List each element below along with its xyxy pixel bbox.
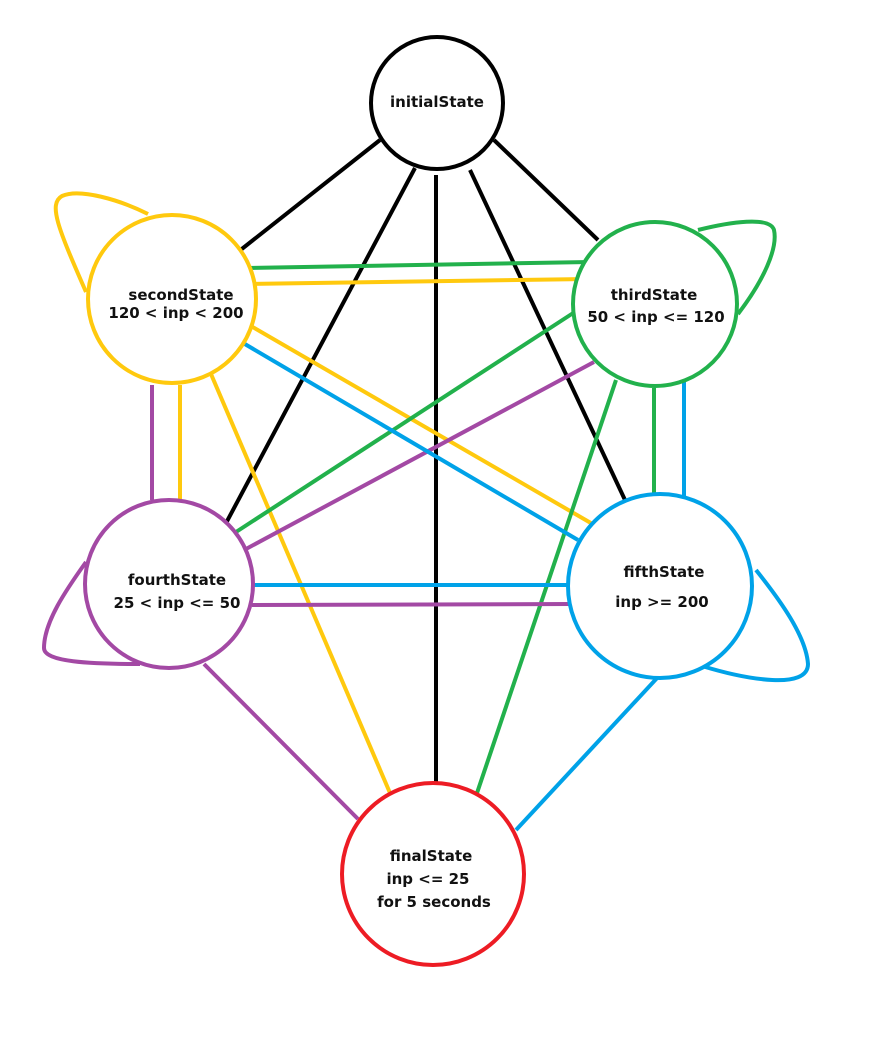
state-second-condition: 120 < inp < 200 <box>108 304 243 322</box>
edge-initial-second <box>236 138 382 254</box>
fifth-transitions <box>236 338 811 832</box>
state-final-condition: inp <= 25 <box>386 870 469 888</box>
edge-fourth-fifth <box>251 602 572 607</box>
state-final-name: finalState <box>390 847 473 865</box>
edge-second-final <box>206 366 392 794</box>
edge-second-third <box>245 277 589 286</box>
initial-transitions <box>223 138 627 782</box>
state-fourth: fourthState 25 < inp <= 50 <box>83 498 255 670</box>
state-initial-circle <box>369 35 505 171</box>
state-fifth-name: fifthState <box>624 563 705 581</box>
state-second-name: secondState <box>128 286 233 304</box>
loop-fourth <box>41 560 141 666</box>
state-fourth-name: fourthState <box>128 571 226 589</box>
fourth-transitions <box>41 360 595 821</box>
state-final-circle <box>340 781 526 967</box>
edge-third-final <box>474 379 618 797</box>
loop-second <box>53 191 149 293</box>
edge-initial-fifth <box>468 169 627 501</box>
edge-fifth-final <box>514 675 660 832</box>
edge-third-fourth <box>234 304 586 534</box>
edge-second-fifth <box>242 320 598 528</box>
state-fourth-circle <box>83 498 255 670</box>
edge-third-second <box>245 260 591 270</box>
state-fifth: fifthState inp >= 200 <box>566 492 754 680</box>
edge-fourth-third <box>245 360 595 551</box>
state-final-condition-2: for 5 seconds <box>377 893 491 911</box>
state-third-circle <box>571 220 739 388</box>
edge-fourth-final <box>202 662 360 821</box>
second-transitions <box>53 191 598 794</box>
state-third-name: thirdState <box>611 286 698 304</box>
state-second-circle <box>86 213 258 385</box>
state-final: finalState inp <= 25 for 5 seconds <box>340 781 526 967</box>
edge-fifth-second <box>236 338 580 542</box>
edge-initial-third <box>492 138 600 242</box>
state-fifth-condition: inp >= 200 <box>615 593 708 611</box>
state-initial-name: initialState <box>390 93 484 111</box>
edge-initial-fourth <box>223 167 417 526</box>
state-initial: initialState <box>369 35 505 171</box>
third-transitions <box>234 219 777 797</box>
state-fourth-condition: 25 < inp <= 50 <box>114 594 241 612</box>
state-third: thirdState 50 < inp <= 120 <box>571 220 739 388</box>
loop-third <box>697 219 777 316</box>
loop-fifth <box>701 568 811 683</box>
state-second: secondState 120 < inp < 200 <box>86 213 258 385</box>
state-fifth-circle <box>566 492 754 680</box>
state-third-condition: 50 < inp <= 120 <box>587 308 724 326</box>
